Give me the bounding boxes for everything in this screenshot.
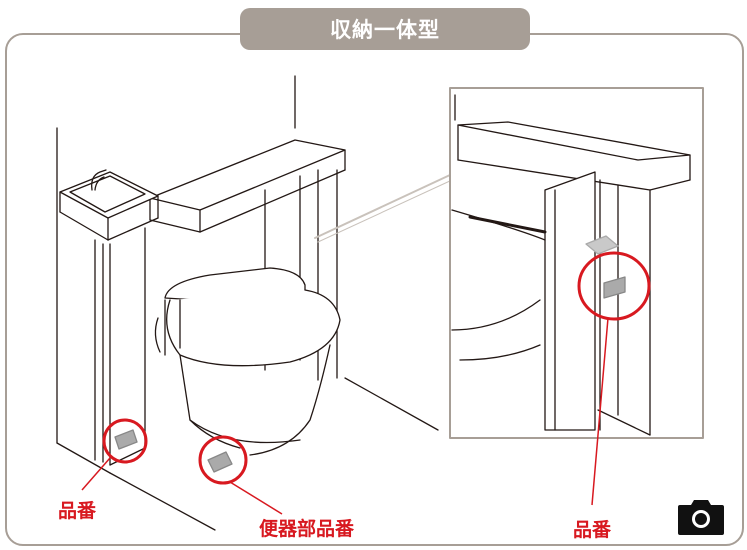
- floor-line-left: [56, 442, 111, 474]
- camera-icon[interactable]: [676, 497, 726, 535]
- counter-top: [149, 139, 346, 211]
- floor-line-front: [109, 472, 216, 531]
- highlight-circle-inset: [577, 251, 651, 321]
- cabinet-part-label: [114, 429, 138, 450]
- label-toilet-part-number: 便器部品番: [259, 518, 355, 540]
- floor-line-right: [344, 377, 439, 431]
- toilet-part-label: [207, 451, 233, 473]
- inset-part-label: [603, 276, 626, 299]
- highlight-circle-cabinet: [102, 418, 148, 464]
- label-part-number-inset: 品番: [573, 519, 612, 541]
- section-title: 収納一体型: [240, 8, 530, 50]
- label-part-number-cabinet: 品番: [58, 500, 97, 522]
- highlight-circle-toilet: [198, 435, 248, 485]
